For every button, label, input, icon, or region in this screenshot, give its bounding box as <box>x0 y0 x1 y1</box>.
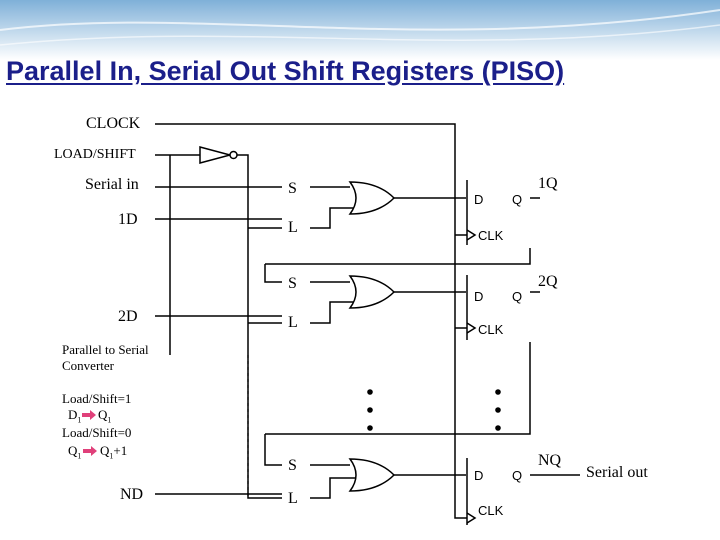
note-shift-to: Q1+1 <box>100 443 128 461</box>
q1-output-label: 1Q <box>538 175 558 192</box>
mux-l-label-2: L <box>288 314 298 331</box>
load-shift-label: LOAD/SHIFT <box>54 147 136 162</box>
serial-in-label: Serial in <box>85 176 139 193</box>
ff1-d-label: D <box>474 192 484 207</box>
or-gate-1 <box>348 181 396 215</box>
ff2-d-label: D <box>474 289 484 304</box>
ellipsis-dot <box>495 425 501 431</box>
note-shift-from: Q1 <box>68 443 82 461</box>
arrow-icon <box>82 410 96 420</box>
d2-label: 2D <box>118 308 138 325</box>
inverter-gate <box>199 146 238 164</box>
ellipsis-dot <box>495 389 501 395</box>
mux-s-label-1: S <box>288 180 297 197</box>
ellipsis-dot <box>367 407 373 413</box>
ellipsis-dot <box>367 389 373 395</box>
note-heading-line1: Parallel to Serial <box>62 342 149 357</box>
inverter-out-wire <box>237 154 282 499</box>
dn-label: ND <box>120 486 144 503</box>
ffn-clk-label: CLK <box>478 503 504 518</box>
q2-output-label: 2Q <box>538 273 558 290</box>
ff2-q-label: Q <box>512 289 523 304</box>
clock-wire <box>155 123 467 519</box>
header-banner <box>0 0 720 60</box>
ff2-clk-label: CLK <box>478 322 504 337</box>
note-load-from: D1 <box>68 407 82 425</box>
ff1-q-label: Q <box>512 192 523 207</box>
note-load-eq: Load/Shift=1 <box>62 391 132 406</box>
ffn-q-label: Q <box>512 468 523 483</box>
or-gate-n <box>348 458 396 492</box>
d1-label: 1D <box>118 211 138 228</box>
qn-output-label: NQ <box>538 452 562 469</box>
mux-s-label-2: S <box>288 275 297 292</box>
note-load-to: Q1 <box>98 407 112 425</box>
clock-label: CLOCK <box>86 115 141 132</box>
ff1-clk-label: CLK <box>478 228 504 243</box>
ffn-d-label: D <box>474 468 484 483</box>
serial-out-label: Serial out <box>586 464 648 481</box>
arrow-icon <box>83 446 97 456</box>
mux-l-label-n: L <box>288 490 298 507</box>
ellipsis-dot <box>367 425 373 431</box>
ellipsis-dot <box>495 407 501 413</box>
or-gate-2 <box>348 275 396 309</box>
note-shift-eq: Load/Shift=0 <box>62 425 132 440</box>
mux-l-label-1: L <box>288 219 298 236</box>
mux-s-label-n: S <box>288 457 297 474</box>
page-title: Parallel In, Serial Out Shift Registers … <box>6 56 565 86</box>
note-heading-line2: Converter <box>62 358 114 373</box>
